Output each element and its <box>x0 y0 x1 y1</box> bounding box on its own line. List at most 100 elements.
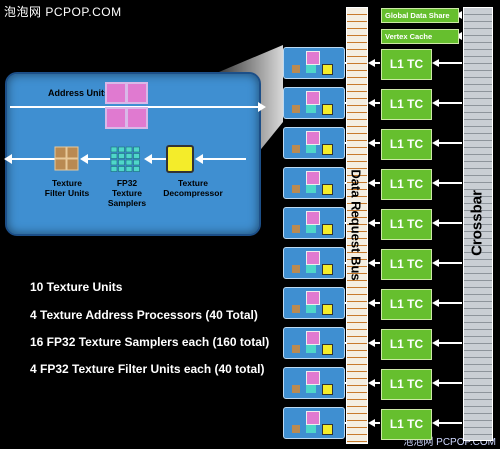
sampler-cell <box>125 159 133 166</box>
texture-unit-tile <box>283 287 345 319</box>
texture-unit-tile <box>283 167 345 199</box>
crossbar <box>463 7 493 441</box>
l1-texture-cache: L1 TC <box>381 249 432 280</box>
mini-decompressor <box>322 424 333 435</box>
mini-decompressor <box>322 184 333 195</box>
data-request-bus-label: Data Request Bus <box>348 168 364 281</box>
sampler-cell <box>110 146 118 153</box>
mini-samplers <box>306 225 316 233</box>
sampler-cell <box>118 146 125 153</box>
arrow-head <box>432 419 439 427</box>
arrow-head <box>432 299 439 307</box>
arrow-head <box>432 379 439 387</box>
sampler-cell <box>133 159 140 166</box>
mini-address-units <box>306 251 320 265</box>
l1-texture-cache: L1 TC <box>381 169 432 200</box>
arrow-head <box>368 99 375 107</box>
mini-address-units <box>306 131 320 145</box>
sampler-cell <box>133 166 140 172</box>
l1-texture-cache: L1 TC <box>381 209 432 240</box>
l1-texture-cache: L1 TC <box>381 289 432 320</box>
address-units-block <box>105 82 148 129</box>
mini-decompressor <box>322 344 333 355</box>
mini-samplers <box>306 65 316 73</box>
stat-line-4: 4 FP32 Texture Filter Units each (40 tot… <box>30 362 265 376</box>
mini-filter-units <box>292 105 300 113</box>
mini-filter-units <box>292 385 300 393</box>
texture-unit-tile <box>283 207 345 239</box>
mini-samplers <box>306 425 316 433</box>
mini-decompressor <box>322 384 333 395</box>
mini-decompressor <box>322 144 333 155</box>
l1-texture-cache: L1 TC <box>381 129 432 160</box>
mini-samplers <box>306 305 316 313</box>
crossbar-label: Crossbar <box>468 190 486 256</box>
mini-decompressor <box>322 104 333 115</box>
arrow-head <box>432 179 439 187</box>
mini-address-units <box>306 291 320 305</box>
mini-decompressor <box>322 304 333 315</box>
texture-unit-tile <box>283 367 345 399</box>
l1-texture-cache: L1 TC <box>381 329 432 360</box>
arrow-head <box>368 59 375 67</box>
texture-unit-tile <box>283 87 345 119</box>
mini-address-units <box>306 171 320 185</box>
stat-line-2: 4 Texture Address Processors (40 Total) <box>30 308 258 322</box>
texture-filter-units-label: Texture Filter Units <box>44 178 90 198</box>
mini-samplers <box>306 385 316 393</box>
sampler-cell <box>118 153 125 159</box>
mini-filter-units <box>292 265 300 273</box>
arrow-head <box>432 259 439 267</box>
site-watermark-bottom: 泡泡网 PCPOP.COM <box>403 437 496 448</box>
texture-unit-tile <box>283 247 345 279</box>
vertex-cache-block: Vertex Cache <box>381 29 459 44</box>
mini-address-units <box>306 211 320 225</box>
mini-filter-units <box>292 225 300 233</box>
arrow-head <box>368 219 375 227</box>
texture-unit-tile <box>283 47 345 79</box>
l1-texture-cache: L1 TC <box>381 49 432 80</box>
arrow-head <box>432 339 439 347</box>
mini-filter-units <box>292 425 300 433</box>
mini-filter-units <box>292 145 300 153</box>
sampler-cell <box>118 166 125 172</box>
mini-samplers <box>306 145 316 153</box>
mini-samplers <box>306 105 316 113</box>
sampler-cell <box>125 166 133 172</box>
arrow-head <box>432 99 439 107</box>
texture-unit-tile <box>283 127 345 159</box>
mini-samplers <box>306 265 316 273</box>
mini-address-units <box>306 51 320 65</box>
l1-texture-cache: L1 TC <box>381 89 432 120</box>
l1-texture-cache: L1 TC <box>381 369 432 400</box>
texture-filter-units-block <box>54 146 79 171</box>
sampler-cell <box>133 146 140 153</box>
mini-decompressor <box>322 264 333 275</box>
texture-decompressor-block <box>166 145 194 173</box>
mini-filter-units <box>292 345 300 353</box>
arrow-head <box>368 179 375 187</box>
mini-filter-units <box>292 185 300 193</box>
arrow-head <box>368 419 375 427</box>
texture-samplers-block <box>110 146 140 172</box>
stat-line-1: 10 Texture Units <box>30 280 123 294</box>
arrow-head <box>368 379 375 387</box>
sampler-cell <box>110 153 118 159</box>
mini-address-units <box>306 91 320 105</box>
data-request-bus-label-wrap: Data Request Bus <box>346 7 366 442</box>
texture-unit-tile <box>283 407 345 439</box>
address-units-label: Address Units <box>48 88 110 98</box>
arrow-head <box>368 299 375 307</box>
texture-unit-tile <box>283 327 345 359</box>
texture-decompressor-label: Texture Decompressor <box>163 178 223 198</box>
sampler-cell <box>110 166 118 172</box>
sampler-cell <box>133 153 140 159</box>
mini-samplers <box>306 345 316 353</box>
sampler-cell <box>125 146 133 153</box>
arrow-head <box>432 59 439 67</box>
mini-address-units <box>306 371 320 385</box>
arrow-head <box>432 139 439 147</box>
stat-line-3: 16 FP32 Texture Samplers each (160 total… <box>30 335 270 349</box>
mini-samplers <box>306 185 316 193</box>
mini-filter-units <box>292 305 300 313</box>
